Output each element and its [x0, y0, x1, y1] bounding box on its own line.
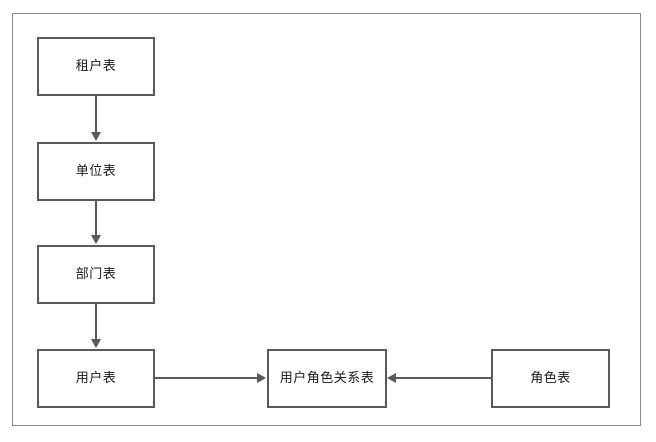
node-label-tenant-table: 租户表 [75, 59, 117, 74]
node-department-table[interactable]: 部门表 [37, 245, 155, 304]
node-unit-table[interactable]: 单位表 [37, 142, 155, 201]
node-user-role-relation-table[interactable]: 用户角色关系表 [267, 349, 387, 408]
node-label-user-role-relation-table: 用户角色关系表 [279, 371, 375, 386]
edge-tenant-to-unit-arrowhead [91, 132, 101, 141]
node-label-unit-table: 单位表 [75, 164, 117, 179]
node-user-table[interactable]: 用户表 [37, 349, 155, 408]
edge-unit-to-department-arrowhead [91, 235, 101, 244]
edge-tenant-to-unit-line [95, 96, 97, 133]
edge-department-to-user-arrowhead [91, 339, 101, 348]
diagram-outer-frame [12, 13, 641, 426]
node-label-role-table: 角色表 [530, 371, 571, 386]
node-role-table[interactable]: 角色表 [491, 349, 610, 408]
node-label-user-table: 用户表 [75, 371, 117, 386]
edge-role-to-user-role-arrowhead [387, 373, 396, 383]
edge-user-to-user-role-arrowhead [257, 373, 266, 383]
edge-department-to-user-line [95, 304, 97, 340]
edge-unit-to-department-line [95, 201, 97, 236]
edge-user-to-user-role-line [155, 377, 258, 379]
node-tenant-table[interactable]: 租户表 [37, 37, 155, 96]
edge-role-to-user-role-line [396, 377, 491, 379]
node-label-department-table: 部门表 [75, 267, 117, 282]
